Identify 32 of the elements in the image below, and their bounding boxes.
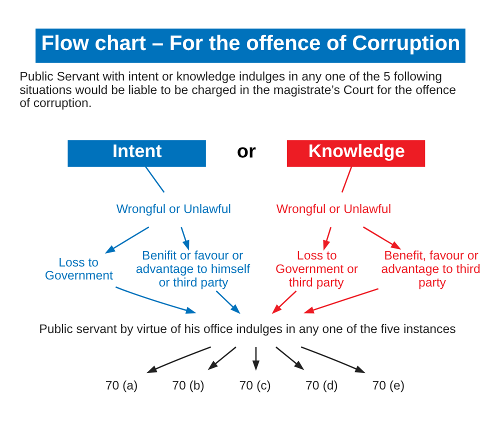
arrow: [146, 346, 212, 373]
label: or: [236, 140, 256, 162]
arrow: [252, 346, 260, 370]
diagram-title: Flow chart – For the offence of Corruption: [41, 32, 460, 55]
arrow: [216, 290, 240, 314]
arrow: [276, 346, 304, 370]
arrow: [272, 290, 297, 314]
arrow: [180, 226, 190, 250]
node-text: 70 (e): [372, 378, 405, 392]
connector: [144, 166, 165, 192]
arrow: [304, 288, 379, 313]
node-text: Benifit or favour or advantage to himself or third party: [136, 248, 250, 289]
arrow: [104, 226, 150, 254]
connector: [341, 166, 352, 192]
node-text: Wrongful or Unlawful: [276, 201, 392, 216]
arrow: [115, 286, 196, 314]
node-text: Benefit, favour or advantage to third party: [381, 248, 480, 289]
node-text: 70 (b): [172, 378, 204, 392]
node-box: Knowledge: [286, 140, 426, 166]
arrow: [363, 226, 402, 250]
arrow: [323, 226, 332, 250]
node-text: Wrongful or Unlawful: [116, 201, 231, 216]
node-text: 70 (c): [239, 378, 271, 392]
node-text: Public servant by virtue of his office indulges in any one of the five instances: [39, 322, 456, 336]
node-text: Loss to Government: [44, 254, 113, 282]
node-text: Loss to Government or third party: [275, 248, 358, 289]
arrow: [208, 346, 236, 370]
node-box: Intent: [68, 140, 206, 166]
label: Public Servant with intent or knowledge indulges in any one of the 5 following situations would be liable to be charged in the magistrate’s Court for the offence of corruption.: [20, 68, 456, 110]
arrow: [300, 346, 366, 373]
node-text: 70 (a): [105, 378, 138, 392]
node-text: 70 (d): [306, 378, 338, 392]
